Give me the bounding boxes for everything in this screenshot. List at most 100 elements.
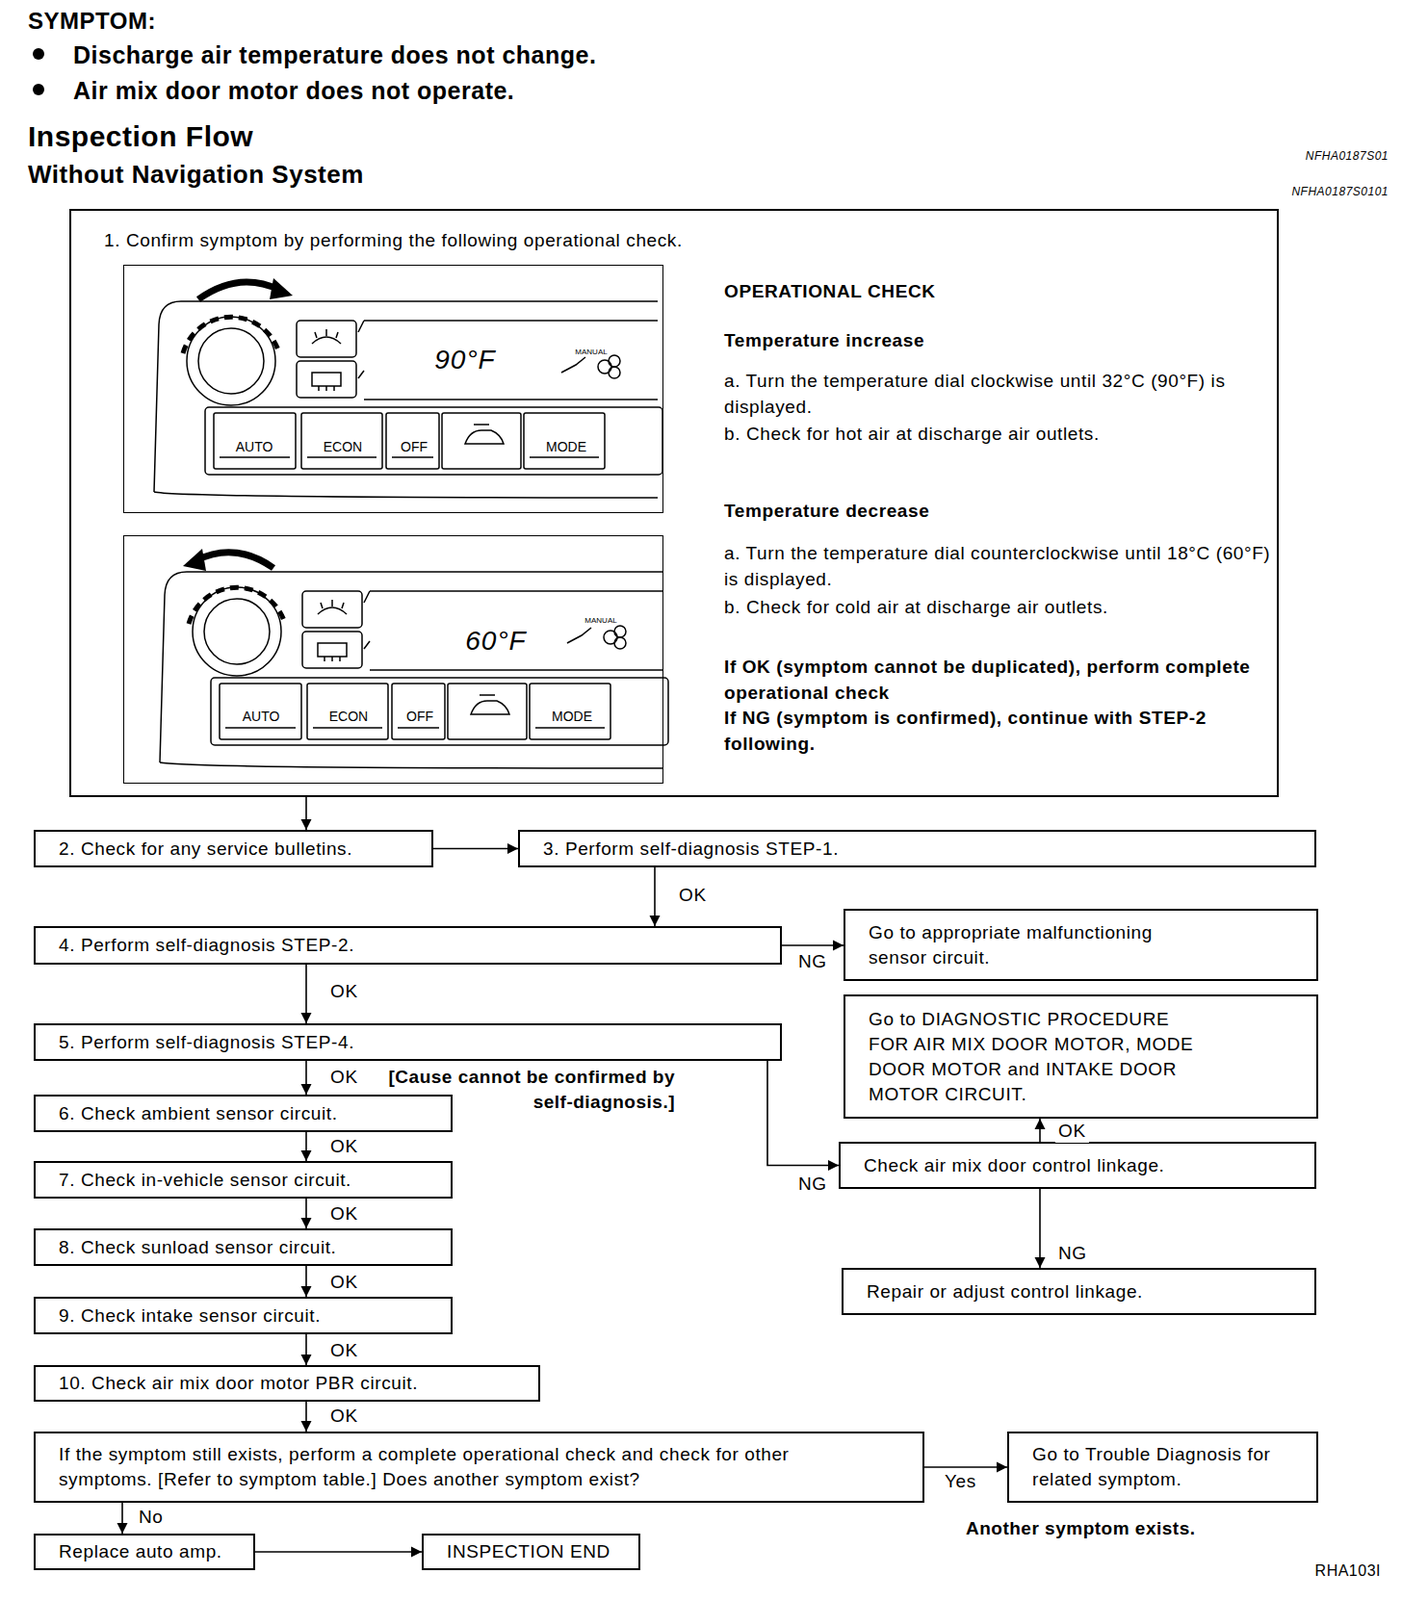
process-box: 7. Check in-vehicle sensor circuit. [33, 1161, 453, 1199]
edge-label: OK [327, 1135, 362, 1159]
note-label: Without Navigation System [27, 157, 364, 192]
flow-arrow [781, 944, 844, 947]
box-text: If NG (symptom is confirmed), continue w… [724, 704, 1273, 757]
panel-text: MODE [551, 708, 593, 725]
box-text: 4. Perform self-diagnosis STEP-2. [58, 933, 355, 959]
box-text: Repair or adjust control linkage. [866, 1279, 1143, 1305]
edge-label: OK [327, 980, 362, 1004]
box-text: b. Check for cold air at discharge air o… [724, 594, 1273, 621]
edge-label: OK [327, 1404, 362, 1428]
edge-label: OK [1055, 1119, 1090, 1143]
flow-arrow [924, 1466, 1008, 1469]
control-panel: 90°F MANUAL AUTO ECON OFF MODE [123, 264, 664, 514]
box-text: Replace auto amp. [58, 1539, 223, 1565]
box-text: OPERATIONAL CHECK [724, 278, 1273, 305]
box-text: If OK (symptom cannot be duplicated), pe… [724, 653, 1273, 706]
process-box: 10. Check air mix door motor PBR circuit… [33, 1365, 541, 1402]
process-box: 8. Check sunload sensor circuit. [33, 1228, 453, 1267]
note-label: Inspection Flow [27, 116, 254, 156]
flow-arrow [121, 1503, 124, 1534]
box-text: Go to Trouble Diagnosis for related symp… [1032, 1442, 1296, 1493]
flow-arrow [305, 1402, 308, 1432]
process-box: Replace auto amp. [33, 1533, 256, 1571]
box-text: 8. Check sunload sensor circuit. [58, 1235, 338, 1261]
box-text: a. Turn the temperature dial clockwise u… [724, 367, 1273, 420]
note-label: Another symptom exists. [965, 1516, 1196, 1542]
note-label: Air mix door motor does not operate. [73, 74, 515, 107]
control-panel: 60°F MANUAL AUTO ECON OFF MODE [123, 535, 664, 784]
edge-label: OK [675, 883, 710, 908]
process-box: 4. Perform self-diagnosis STEP-2. [33, 926, 782, 965]
panel-text: OFF [400, 439, 428, 455]
flow-arrow [305, 797, 308, 831]
box-text: a. Turn the temperature dial countercloc… [724, 540, 1273, 593]
box-text: 1. Confirm symptom by performing the fol… [103, 227, 836, 254]
flow-arrow [1038, 1189, 1041, 1269]
box-text: 6. Check ambient sensor circuit. [58, 1101, 338, 1127]
box-text: Temperature increase [724, 327, 1273, 354]
box-text: Go to DIAGNOSTIC PROCEDURE FOR AIR MIX D… [868, 1007, 1216, 1108]
edge-label: NG [795, 950, 831, 974]
panel-text: 60°F [465, 625, 526, 657]
note-label: RHA103I [1315, 1560, 1381, 1583]
edge-label: NG [795, 1172, 831, 1196]
edge-label: OK [327, 1065, 362, 1090]
note-label: [Cause cannot be confirmed by self-diagn… [368, 1064, 676, 1116]
flow-arrow [305, 1061, 308, 1095]
flow-arrow [305, 964, 308, 1024]
box-text: 5. Perform self-diagnosis STEP-4. [58, 1030, 355, 1056]
process-box: 3. Perform self-diagnosis STEP-1. [518, 830, 1317, 868]
edge-label: OK [327, 1339, 362, 1363]
result-box: Go to Trouble Diagnosis for related symp… [1007, 1431, 1319, 1504]
panel-text: OFF [406, 708, 434, 725]
panel-text: 90°F [434, 344, 495, 376]
box-text: 10. Check air mix door motor PBR circuit… [58, 1371, 418, 1397]
panel-text: MANUAL [584, 616, 617, 625]
flow-arrow [305, 1266, 308, 1298]
note-label: NFHA0187S01 [1305, 148, 1389, 164]
box-text: 7. Check in-vehicle sensor circuit. [58, 1168, 352, 1194]
panel-text: ECON [329, 708, 368, 725]
panel-text: MODE [545, 439, 587, 455]
check-panel-box: 1. Confirm symptom by performing the fol… [69, 208, 1279, 798]
panel-text: MANUAL [574, 347, 607, 357]
flow-arrow [1038, 1118, 1041, 1143]
flow-arrow [433, 848, 519, 851]
question-box: If the symptom still exists, perform a c… [33, 1431, 925, 1504]
box-text: INSPECTION END [446, 1539, 611, 1565]
edge-label: OK [327, 1271, 362, 1295]
result-box: Go to DIAGNOSTIC PROCEDURE FOR AIR MIX D… [843, 994, 1319, 1119]
box-text: 2. Check for any service bulletins. [58, 836, 353, 862]
box-text: b. Check for hot air at discharge air ou… [724, 420, 1273, 447]
flow-arrow [305, 1132, 308, 1162]
result-box: Repair or adjust control linkage. [841, 1268, 1317, 1316]
edge-label: Yes [941, 1470, 980, 1494]
flow-arrow [305, 1334, 308, 1366]
process-box: 9. Check intake sensor circuit. [33, 1297, 453, 1335]
box-text: Check air mix door control linkage. [863, 1153, 1165, 1179]
note-label: SYMPTOM: [27, 5, 156, 37]
end-box: INSPECTION END [421, 1533, 641, 1571]
note-label: Discharge air temperature does not chang… [73, 38, 597, 72]
process-box: Check air mix door control linkage. [838, 1142, 1317, 1190]
edge-label: NG [1055, 1242, 1091, 1266]
box-text: Temperature decrease [724, 497, 1273, 524]
box-text: 3. Perform self-diagnosis STEP-1. [543, 836, 839, 862]
process-box: 2. Check for any service bulletins. [33, 830, 434, 868]
process-box: 6. Check ambient sensor circuit. [33, 1094, 453, 1133]
process-box: 5. Perform self-diagnosis STEP-4. [33, 1023, 782, 1062]
edge-label: OK [327, 1202, 362, 1226]
flow-arrow [653, 867, 656, 927]
flow-arrow [767, 1061, 839, 1167]
flow-arrow [255, 1551, 422, 1554]
result-box: Go to appropriate malfunctioning sensor … [843, 908, 1319, 982]
edge-label: No [135, 1505, 167, 1530]
panel-text: AUTO [242, 708, 281, 725]
box-text: 9. Check intake sensor circuit. [58, 1303, 321, 1329]
box-text: If the symptom still exists, perform a c… [58, 1442, 873, 1493]
panel-text: ECON [323, 439, 363, 455]
flow-arrow [305, 1198, 308, 1229]
panel-text: AUTO [235, 439, 274, 455]
box-text: Go to appropriate malfunctioning sensor … [868, 920, 1192, 971]
